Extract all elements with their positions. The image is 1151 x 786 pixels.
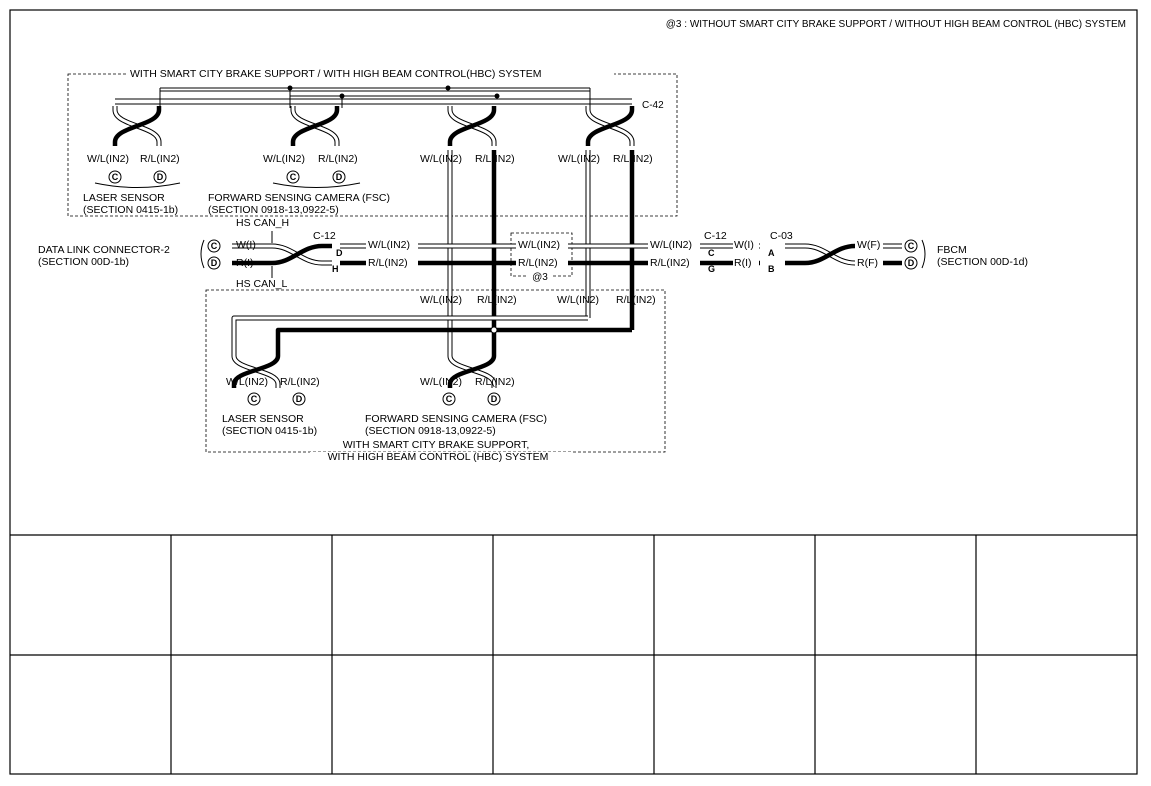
laser-sensor-top-section: (SECTION 0415-1b) (83, 204, 178, 216)
svg-text:C: C (211, 241, 218, 251)
svg-text:W/L(IN2): W/L(IN2) (557, 294, 599, 306)
twisted-pairs-bottom (231, 352, 497, 388)
svg-text:W/L(IN2): W/L(IN2) (420, 153, 462, 165)
svg-text:R/L(IN2): R/L(IN2) (477, 294, 517, 306)
svg-text:C: C (251, 394, 258, 404)
svg-text:W/L(IN2): W/L(IN2) (558, 153, 600, 165)
fsc-bottom-name: FORWARD SENSING CAMERA (FSC) (365, 413, 547, 425)
svg-text:W/L(IN2): W/L(IN2) (420, 294, 462, 306)
svg-text:D: D (908, 258, 915, 268)
svg-text:W/L(IN2): W/L(IN2) (368, 239, 410, 251)
variant-note: @3 : WITHOUT SMART CITY BRAKE SUPPORT / … (666, 19, 1126, 30)
option-box-bottom-title-2: WITH HIGH BEAM CONTROL (HBC) SYSTEM (328, 451, 549, 463)
option-box-bottom-title-1: WITH SMART CITY BRAKE SUPPORT, (343, 439, 530, 451)
at3-label: @3 (532, 272, 548, 283)
svg-text:R/L(IN2): R/L(IN2) (616, 294, 656, 306)
option-box-top (67, 73, 678, 217)
hs-can-l-label: HS CAN_L (236, 278, 288, 290)
dlc-name: DATA LINK CONNECTOR-2 (38, 244, 170, 256)
pins-top: C D C D (94, 170, 361, 188)
fsc-bottom-section: (SECTION 0918-13,0922-5) (365, 425, 496, 437)
svg-text:C: C (708, 248, 715, 258)
svg-text:C: C (446, 394, 453, 404)
connector-c12-right-label: C-12 (704, 230, 727, 242)
dlc-section: (SECTION 00D-1b) (38, 256, 129, 268)
hs-can-h-label: HS CAN_H (236, 217, 289, 229)
fbcm-connector: C D (904, 239, 926, 270)
pins-bottom: C D C D (247, 392, 501, 406)
svg-text:W/L(IN2): W/L(IN2) (650, 239, 692, 251)
fbcm-section: (SECTION 00D-1d) (937, 256, 1028, 268)
fbcm-name: FBCM (937, 244, 967, 256)
svg-text:R/L(IN2): R/L(IN2) (613, 153, 653, 165)
svg-text:R/L(IN2): R/L(IN2) (368, 257, 408, 269)
svg-text:C: C (290, 172, 297, 182)
svg-text:R/L(IN2): R/L(IN2) (475, 153, 515, 165)
wire-labels-mid: W/L(IN2) R/L(IN2) W/L(IN2) R/L(IN2) (420, 294, 656, 306)
svg-text:C: C (908, 241, 915, 251)
connector-c12-left-label: C-12 (313, 230, 336, 242)
svg-text:D: D (336, 248, 343, 258)
dlc-connector: C D (200, 239, 221, 270)
svg-text:D: D (296, 394, 303, 404)
svg-text:B: B (768, 264, 775, 274)
svg-text:R/L(IN2): R/L(IN2) (518, 257, 558, 269)
svg-text:R/L(IN2): R/L(IN2) (650, 257, 690, 269)
wire-labels-bus: W/L(IN2) R/L(IN2) W/L(IN2) R/L(IN2) W/L(… (366, 238, 700, 269)
wire-w-f: W(F) (857, 239, 880, 251)
wire-r-i-right: R(I) (734, 257, 752, 269)
svg-text:W/L(IN2): W/L(IN2) (226, 376, 268, 388)
svg-text:D: D (336, 172, 343, 182)
fsc-top-section: (SECTION 0918-13,0922-5) (208, 204, 339, 216)
svg-text:W/L(IN2): W/L(IN2) (518, 239, 560, 251)
laser-sensor-top-name: LASER SENSOR (83, 192, 165, 204)
top-bus (115, 85, 632, 108)
wire-w-i-right: W(I) (734, 239, 754, 251)
wire-labels-bottom: W/L(IN2) R/L(IN2) W/L(IN2) R/L(IN2) (226, 376, 515, 388)
connector-c03-label: C-03 (770, 230, 793, 242)
option-box-at3 (510, 232, 573, 277)
fsc-top-name: FORWARD SENSING CAMERA (FSC) (208, 192, 390, 204)
svg-text:A: A (768, 248, 775, 258)
svg-text:D: D (491, 394, 498, 404)
diagram-frame (9, 9, 1138, 775)
svg-text:D: D (157, 172, 164, 182)
wire-labels-top: W/L(IN2) R/L(IN2) W/L(IN2) R/L(IN2) W/L(… (87, 153, 653, 165)
svg-text:H: H (332, 264, 339, 274)
svg-text:R/L(IN2): R/L(IN2) (318, 153, 358, 165)
connector-c42-label: C-42 (642, 100, 664, 111)
svg-text:W/L(IN2): W/L(IN2) (263, 153, 305, 165)
laser-sensor-bottom-section: (SECTION 0415-1b) (222, 425, 317, 437)
svg-text:C: C (112, 172, 119, 182)
svg-text:R/L(IN2): R/L(IN2) (140, 153, 180, 165)
option-box-top-title: WITH SMART CITY BRAKE SUPPORT / WITH HIG… (130, 68, 542, 80)
twisted-pairs-top (112, 106, 635, 146)
wire-r-i-left: R(I) (236, 257, 254, 269)
vertical-runs (231, 150, 635, 352)
svg-text:D: D (211, 258, 218, 268)
grid-columns (170, 535, 977, 774)
svg-text:W/L(IN2): W/L(IN2) (87, 153, 129, 165)
svg-text:R/L(IN2): R/L(IN2) (280, 376, 320, 388)
svg-text:W/L(IN2): W/L(IN2) (420, 376, 462, 388)
laser-sensor-bottom-name: LASER SENSOR (222, 413, 304, 425)
wire-w-i-left: W(I) (236, 239, 256, 251)
svg-text:G: G (708, 264, 715, 274)
svg-text:R/L(IN2): R/L(IN2) (475, 376, 515, 388)
wire-r-f: R(F) (857, 257, 878, 269)
